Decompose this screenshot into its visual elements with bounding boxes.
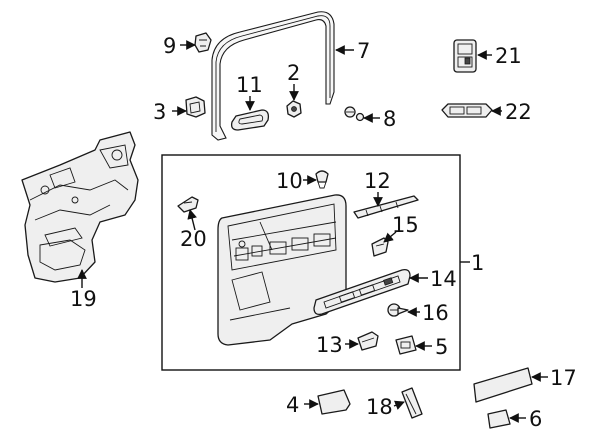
callout-10: 10 [276, 169, 303, 193]
callout-2: 2 [287, 61, 300, 85]
callout-19: 19 [70, 287, 97, 311]
part-13-clip [357, 331, 379, 351]
part-19-door-inner-frame [21, 131, 139, 283]
part-4-pad [317, 389, 351, 415]
part-2-fastener [286, 100, 302, 118]
callout-6: 6 [529, 407, 542, 431]
callout-7: 7 [357, 39, 370, 63]
callout-20: 20 [180, 227, 207, 251]
leader-15 [383, 231, 397, 243]
callout-13: 13 [316, 333, 343, 357]
part-5-bezel [395, 335, 417, 355]
part-14-armrest-handle [313, 268, 411, 316]
part-16-screw [387, 303, 409, 317]
callout-17: 17 [550, 366, 577, 390]
leader-20 [187, 209, 197, 231]
callout-21: 21 [495, 44, 522, 68]
callout-5: 5 [435, 335, 448, 359]
part-11-handle-bezel [230, 109, 270, 131]
part-21-window-switch [453, 39, 477, 73]
part-17-trim-strip [473, 367, 533, 403]
part-10-clip [315, 170, 329, 189]
callout-1: 1 [471, 251, 484, 275]
part-8-screw [344, 106, 365, 122]
part-22-switch-bezel [441, 103, 493, 118]
part-6-cap [487, 409, 511, 429]
part-3-lock-housing [185, 96, 206, 118]
callout-9: 9 [163, 34, 176, 58]
callout-14: 14 [430, 267, 457, 291]
callout-12: 12 [364, 169, 391, 193]
callout-11: 11 [236, 73, 263, 97]
callout-16: 16 [422, 301, 449, 325]
part-18-strip [401, 387, 423, 419]
callout-4: 4 [286, 393, 299, 417]
part-7-weatherstrip [211, 11, 335, 141]
callout-3: 3 [153, 100, 166, 124]
part-1-door-trim-panel [217, 194, 347, 346]
callout-8: 8 [383, 107, 396, 131]
callout-22: 22 [505, 100, 532, 124]
part-12-garnish-strip [353, 195, 419, 219]
part-9-clip [194, 32, 212, 53]
callout-15: 15 [392, 213, 419, 237]
callout-18: 18 [366, 395, 393, 419]
part-20-clip [177, 196, 199, 213]
leader-18 [393, 400, 405, 410]
